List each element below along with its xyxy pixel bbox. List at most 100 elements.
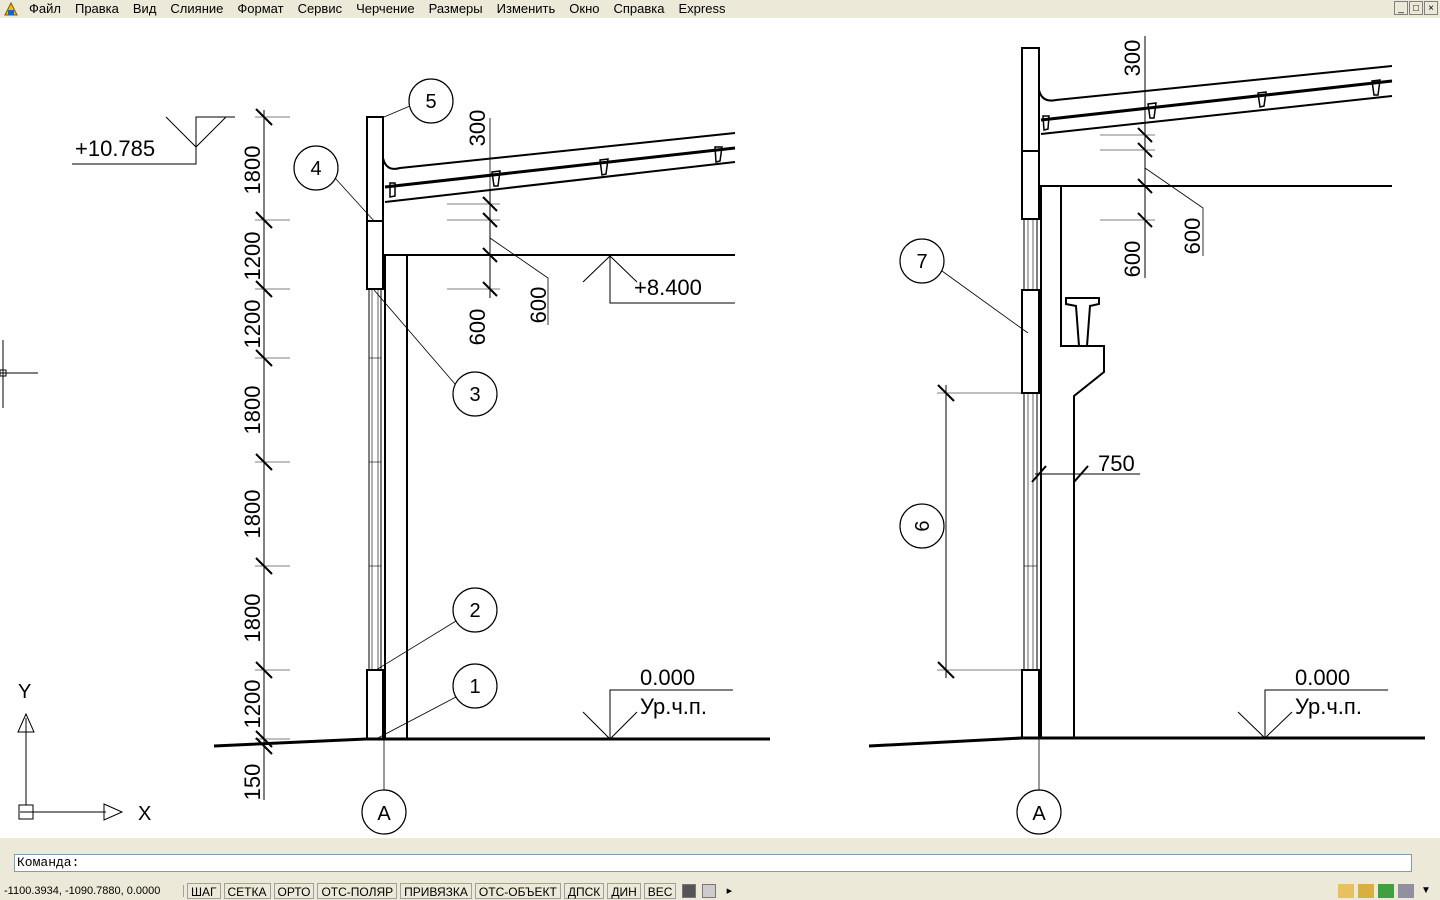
minimize-button[interactable]: _ bbox=[1394, 1, 1408, 15]
left-window-band bbox=[368, 288, 382, 671]
right-section: 300 600 600 7 6 750 0.000 Ур.ч.п. А bbox=[868, 36, 1425, 835]
left-elev-mid-text: +8.400 bbox=[634, 275, 702, 300]
menu-file[interactable]: Файл bbox=[29, 1, 61, 16]
dim-tick bbox=[1073, 465, 1089, 483]
menu-edit[interactable]: Правка bbox=[74, 1, 119, 16]
drawing-canvas[interactable]: 1800 1200 1200 1800 1800 1800 1200 150 +… bbox=[0, 18, 1440, 836]
ucs-icon: Y X bbox=[17, 681, 151, 825]
left-roof-rib bbox=[389, 182, 396, 198]
callout-5: 5 bbox=[425, 91, 436, 113]
dyn-toggle[interactable]: ДИН bbox=[607, 883, 641, 899]
roof-dim-leader bbox=[1144, 167, 1204, 256]
left-roof-dim-300: 300 bbox=[465, 110, 490, 147]
tray-icons: ▼ bbox=[1338, 884, 1434, 898]
left-roof-dim-600-b: 600 bbox=[526, 287, 551, 324]
dim-tick bbox=[937, 384, 955, 402]
left-elev-mid-mark bbox=[609, 255, 735, 304]
callout-1: 1 bbox=[469, 676, 480, 698]
roof-dim-tick bbox=[482, 281, 498, 297]
right-window-dim-circle bbox=[899, 503, 945, 549]
roof-dim-tick bbox=[482, 196, 498, 212]
tray-settings-icon[interactable] bbox=[1398, 884, 1414, 898]
ducs-toggle[interactable]: ДПСК bbox=[563, 883, 605, 899]
more-icon[interactable]: ▸ bbox=[726, 885, 733, 897]
ucs-x-label: X bbox=[138, 803, 151, 825]
right-floor-label: Ур.ч.п. bbox=[1295, 694, 1362, 719]
status-menu-icon[interactable]: ▼ bbox=[1421, 885, 1431, 896]
coordinates-readout: -1100.3934, -1090.7880, 0.0000 bbox=[0, 885, 184, 897]
communication-center-icon[interactable] bbox=[1338, 884, 1354, 898]
grid-toggle[interactable]: СЕТКА bbox=[223, 883, 271, 899]
right-wall-panel-bottom bbox=[1021, 669, 1040, 739]
dim-tick bbox=[255, 737, 273, 755]
roof-dim-tick bbox=[1137, 178, 1153, 194]
right-wall-panel-top bbox=[1021, 47, 1040, 152]
menu-merge[interactable]: Слияние bbox=[170, 1, 224, 16]
roof-dim-tick bbox=[1137, 142, 1153, 158]
lock-icon[interactable] bbox=[1358, 884, 1374, 898]
right-elev-ground-text: 0.000 bbox=[1295, 665, 1350, 690]
right-axis-circle bbox=[1016, 789, 1062, 835]
left-roof-slab-top bbox=[384, 146, 736, 189]
left-elev-mid-arrow bbox=[582, 255, 638, 283]
callout-3-leader bbox=[373, 289, 456, 385]
right-roof-slab-top bbox=[1040, 79, 1393, 122]
callout-5-circle bbox=[408, 78, 454, 124]
left-wall-panel-bottom bbox=[366, 669, 384, 740]
menu-help[interactable]: Справка bbox=[613, 1, 665, 16]
otrack-toggle[interactable]: ОТС-ОБЪЕКТ bbox=[474, 883, 561, 899]
roof-dim-tick bbox=[1137, 127, 1153, 143]
menu-dimension[interactable]: Размеры bbox=[428, 1, 483, 16]
left-elev-top-mark bbox=[72, 116, 235, 165]
layout-icon[interactable] bbox=[702, 884, 717, 898]
model-space-icon[interactable] bbox=[682, 884, 697, 898]
lineweight-toggle[interactable]: ВЕС bbox=[643, 883, 677, 899]
command-line[interactable]: Команда: bbox=[14, 854, 1412, 872]
left-dim-1800-b: 1800 bbox=[240, 490, 265, 539]
left-dim-1800-a: 1800 bbox=[240, 386, 265, 435]
restore-button[interactable]: □ bbox=[1409, 1, 1423, 15]
left-elev-ground-text: 0.000 bbox=[640, 665, 695, 690]
dim-tick bbox=[255, 557, 273, 575]
roof-dim-leader bbox=[489, 237, 549, 325]
right-roof-dim-300: 300 bbox=[1120, 40, 1145, 77]
right-crane-beam bbox=[1065, 297, 1100, 347]
dim-tick bbox=[255, 453, 273, 471]
crosshair-cursor bbox=[0, 340, 38, 408]
menu-format[interactable]: Формат bbox=[237, 1, 284, 16]
ortho-toggle[interactable]: ОРТО bbox=[273, 883, 315, 899]
snap-toggle[interactable]: ШАГ bbox=[187, 883, 221, 899]
right-elev-ground-arrow bbox=[1237, 711, 1293, 739]
left-dim-1800-top: 1800 bbox=[240, 146, 265, 195]
callout-3-circle bbox=[452, 371, 498, 417]
right-window-band-lower bbox=[1023, 392, 1038, 671]
callout-4-circle bbox=[293, 145, 339, 191]
close-button[interactable]: × bbox=[1424, 1, 1438, 15]
right-roof-rib bbox=[1042, 115, 1050, 131]
menu-modify[interactable]: Изменить bbox=[496, 1, 556, 16]
right-dim-750: 750 bbox=[1098, 451, 1135, 476]
left-dim-1200-c: 1200 bbox=[240, 680, 265, 729]
right-axis-label: А bbox=[1032, 803, 1046, 825]
left-roof-gutter bbox=[382, 132, 736, 170]
menu-view[interactable]: Вид bbox=[132, 1, 157, 16]
callout-7: 7 bbox=[916, 251, 927, 273]
left-column bbox=[384, 254, 408, 740]
roof-dim-tick bbox=[482, 212, 498, 228]
callout-4-leader bbox=[334, 177, 376, 223]
autocad-app-icon[interactable] bbox=[4, 1, 18, 16]
menu-draw[interactable]: Черчение bbox=[356, 1, 415, 16]
menu-window[interactable]: Окно bbox=[569, 1, 600, 16]
menu-tools[interactable]: Сервис bbox=[297, 1, 343, 16]
right-ground-line bbox=[868, 736, 1425, 748]
dim-tick bbox=[255, 349, 273, 367]
menu-express[interactable]: Express bbox=[678, 1, 726, 16]
osnap-toggle[interactable]: ПРИВЯЗКА bbox=[400, 883, 472, 899]
callout-1-leader bbox=[375, 696, 457, 740]
dim-tick bbox=[1031, 465, 1047, 483]
dim-tick bbox=[937, 661, 955, 679]
polar-tracking-toggle[interactable]: ОТС-ПОЛЯР bbox=[317, 883, 398, 899]
annotation-icon[interactable] bbox=[1378, 884, 1394, 898]
left-roof-rib bbox=[491, 170, 501, 187]
callout-4: 4 bbox=[310, 158, 321, 180]
